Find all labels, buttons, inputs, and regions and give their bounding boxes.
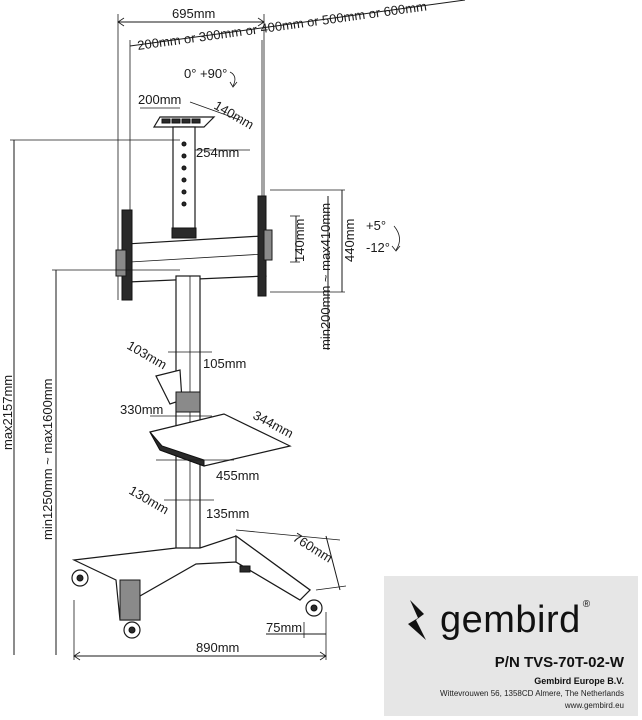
gembird-logo-icon — [408, 600, 426, 640]
part-number: P/N TVS-70T-02-W — [494, 654, 624, 671]
tilt-up-label: +5° — [366, 218, 386, 233]
base-width-label: 890mm — [196, 640, 239, 655]
brand-name: gembird® — [440, 598, 591, 641]
height-dimensions: max2157mm min1250mm ~ max1600mm — [0, 139, 180, 655]
max-height-label: max2157mm — [0, 375, 15, 450]
top-plate-depth-label: 140mm — [212, 98, 257, 133]
rotation-indicator: 0° +90° — [184, 66, 238, 88]
shelf-depth-label: 330mm — [120, 402, 163, 417]
brand-reg-mark: ® — [582, 598, 591, 610]
caster-width-label: 75mm — [266, 620, 302, 635]
base — [71, 534, 323, 639]
column-lower-width-label: 135mm — [206, 506, 249, 521]
shelf-span-label: 455mm — [216, 468, 259, 483]
column-upper-depth-label: 103mm — [125, 338, 170, 373]
brand-panel: gembird® P/N TVS-70T-02-W Gembird Europe… — [384, 576, 638, 716]
crossbar-assembly — [115, 195, 273, 301]
column-upper-width-label: 105mm — [203, 356, 246, 371]
vesa-height-label: min200mm ~ max410mm — [318, 203, 333, 350]
total-width-label: 695mm — [172, 6, 215, 21]
company-address: Wittevrouwen 56, 1358CD Almere, The Neth… — [440, 689, 624, 698]
company-name: Gembird Europe B.V. — [534, 676, 624, 686]
rotation-label: 0° +90° — [184, 66, 227, 81]
top-plate-width-label: 200mm — [138, 92, 181, 107]
brand-logo: gembird® — [406, 598, 591, 642]
upper-column — [171, 126, 197, 239]
column-lower-depth-label: 130mm — [127, 483, 172, 518]
mount-height-label: min1250mm ~ max1600mm — [40, 379, 55, 540]
bracket-slot-label: 140mm — [292, 219, 307, 262]
top-plate-mount-label: 254mm — [196, 145, 239, 160]
bracket-height-label: 440mm — [342, 219, 357, 262]
company-website: www.gembird.eu — [564, 701, 624, 710]
tilt-down-label: -12° — [366, 240, 390, 255]
top-plate: 200mm 140mm 254mm — [138, 92, 257, 160]
bracket-dimensions: 140mm min200mm ~ max410mm 440mm +5° -12° — [270, 189, 401, 350]
shelf: 330mm 344mm 455mm — [120, 402, 296, 483]
base-depth-label: 760mm — [290, 530, 335, 566]
